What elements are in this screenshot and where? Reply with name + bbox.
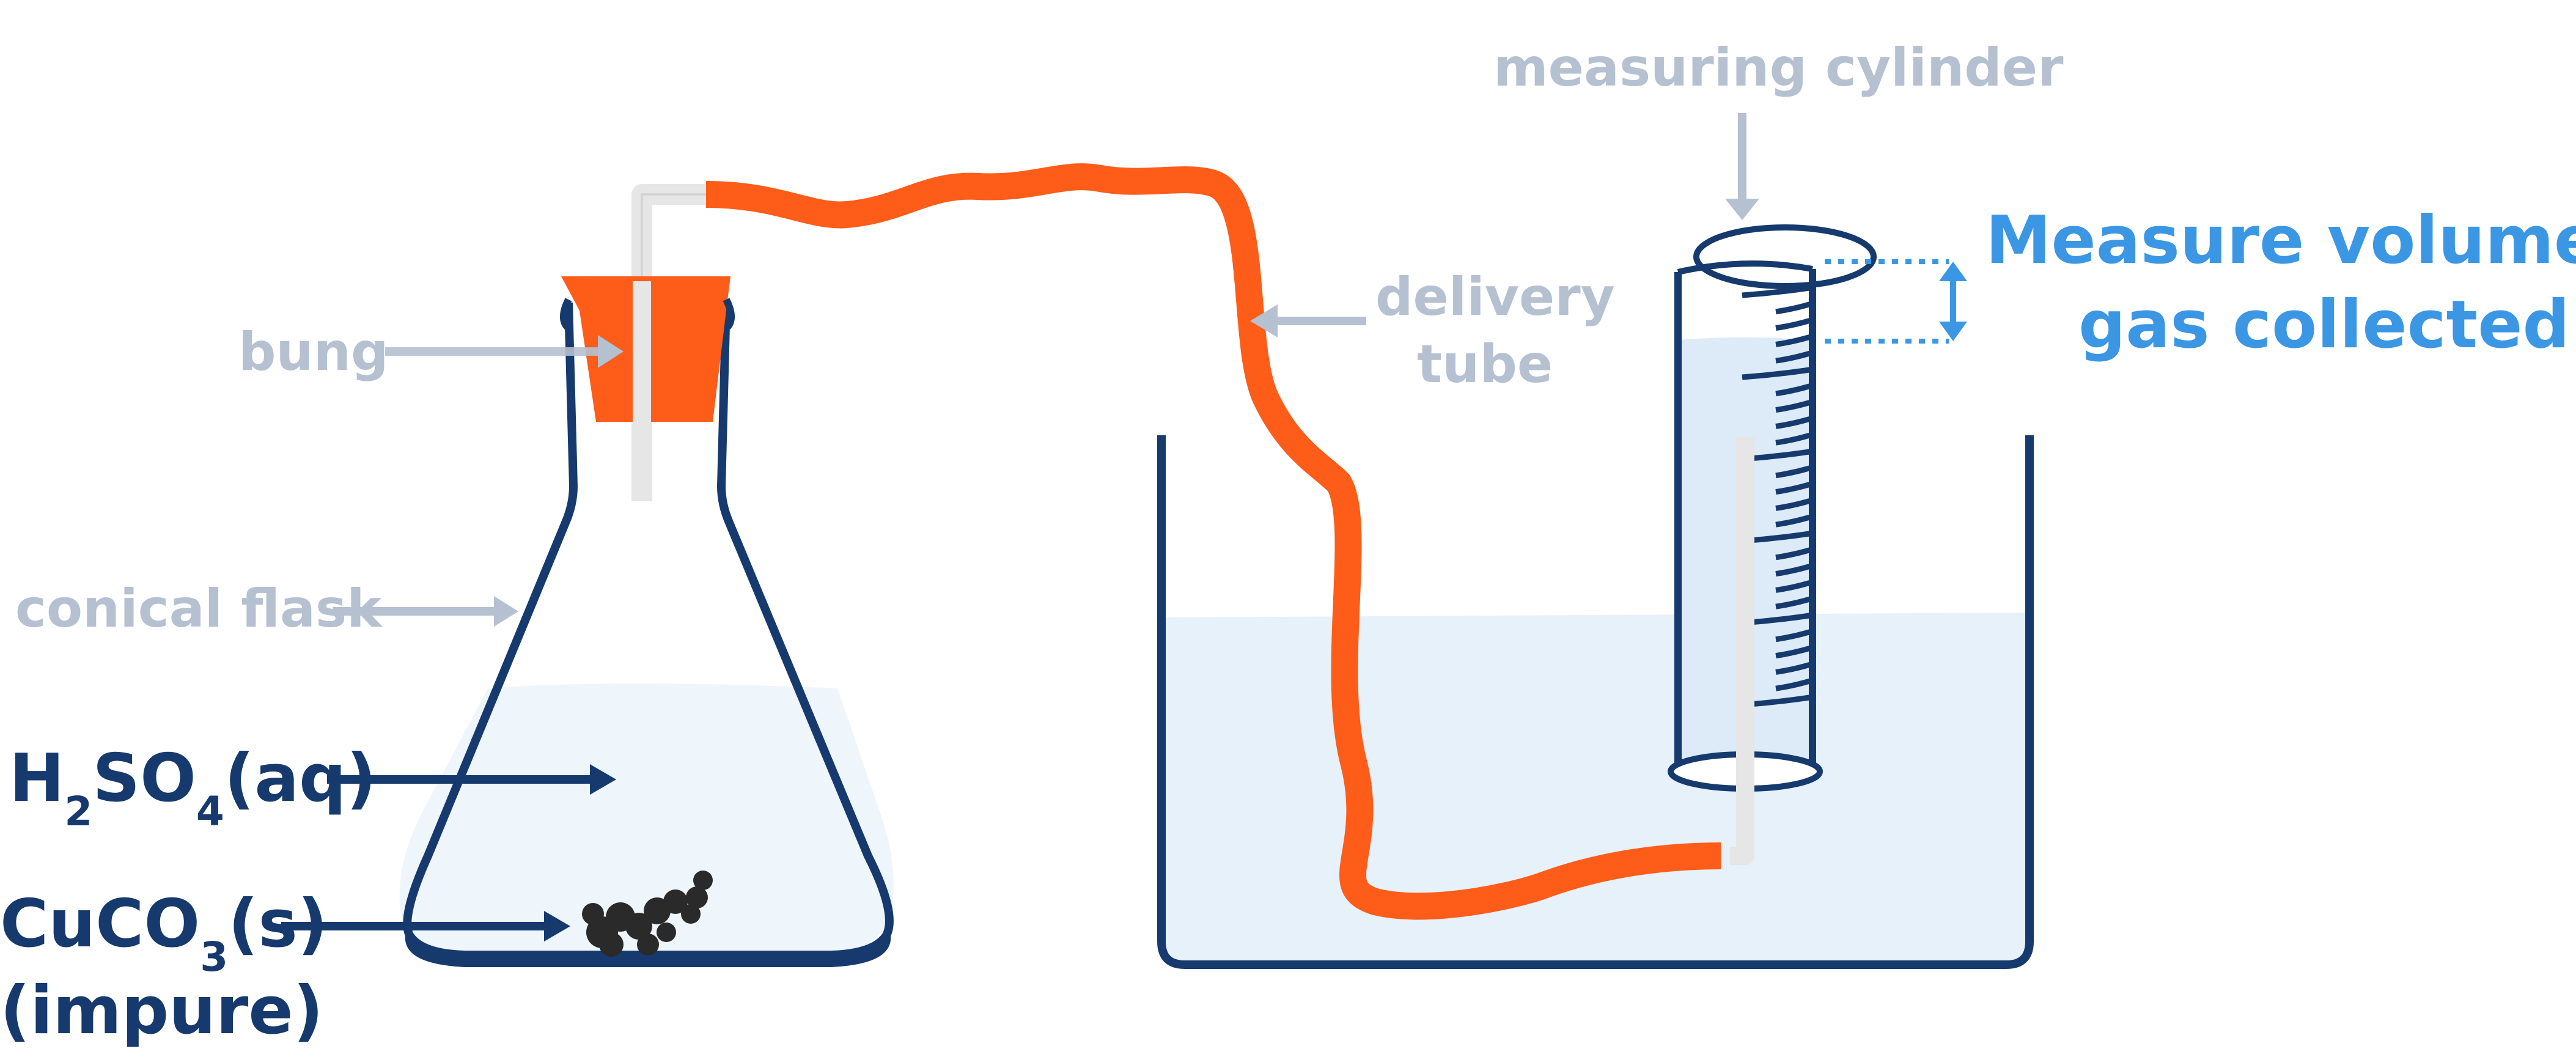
graduation-minor (1775, 416, 1811, 429)
label-bung: bung (238, 322, 389, 383)
volume-arrow-up (1939, 262, 1967, 281)
flask-lip-right (723, 298, 735, 330)
acid-subscript-4: 4 (196, 788, 224, 835)
graduation-minor (1775, 318, 1811, 331)
graduation-minor (1775, 564, 1811, 577)
cylinder-graduations (1742, 285, 1811, 708)
label-measure-volume-line1: Measure volume of (1985, 202, 2576, 279)
conical-flask-arrowhead (494, 596, 518, 627)
graduation-minor (1775, 629, 1811, 643)
graduation-minor (1775, 301, 1811, 315)
acid-state: (aq) (224, 740, 377, 817)
flask-liquid (399, 683, 894, 954)
graduation-minor (1775, 465, 1811, 479)
graduation-minor (1775, 547, 1811, 561)
graduation-minor (1775, 334, 1811, 347)
trough (1157, 435, 2034, 969)
volume-indicator (1825, 259, 1967, 344)
carbonate-subscript-3: 3 (200, 934, 228, 981)
label-acid: H2SO4(aq) (9, 740, 377, 835)
graduation-minor (1775, 400, 1811, 413)
trough-outline (1157, 435, 2034, 969)
conical-flask (399, 276, 894, 967)
graduation-minor (1775, 514, 1811, 528)
acid-subscript-2: 2 (64, 788, 92, 835)
graduation-major (1742, 367, 1810, 380)
graduation-major (1742, 285, 1810, 298)
label-carbonate-impure: (impure) (0, 973, 323, 1049)
label-delivery-tube-line1: delivery (1375, 267, 1615, 328)
acid-formula-part: H (9, 740, 64, 817)
flask-base (405, 935, 891, 967)
delivery-tube-arrowhead (1250, 304, 1278, 337)
cylinder-rim (1693, 224, 1877, 289)
label-measuring-cylinder: measuring cylinder (1493, 37, 2064, 98)
volume-arrow-down (1939, 322, 1967, 341)
graduation-minor (1775, 580, 1811, 593)
trough-water (1161, 613, 2030, 965)
graduation-minor (1775, 432, 1811, 446)
rubber-tube (705, 163, 1721, 920)
graduation-minor (1775, 482, 1811, 495)
label-arrows (281, 113, 1759, 941)
graduation-minor (1775, 498, 1811, 511)
carbonate-state: (s) (228, 886, 328, 962)
graduation-minor (1775, 646, 1811, 659)
label-measure-volume-line2: gas collected (2078, 287, 2570, 363)
label-carbonate: CuCO3(s) (0, 886, 328, 981)
graduation-minor (1775, 596, 1811, 610)
carbonate-formula-part: CuCO (0, 886, 200, 962)
bung-arrowhead (598, 335, 624, 368)
graduation-minor (1775, 662, 1811, 675)
label-delivery-tube-line2: tube (1417, 334, 1553, 395)
graduation-minor (1775, 383, 1811, 397)
carbonate-arrowhead (544, 911, 570, 941)
graduation-minor (1775, 678, 1811, 691)
acid-formula-part-so: SO (92, 740, 196, 817)
flask-lip-left (560, 298, 572, 330)
acid-arrowhead (590, 764, 616, 795)
glass-tube-cylinder (1730, 437, 1754, 865)
copper-carbonate-solid (582, 871, 713, 957)
measuring-cylinder-arrowhead (1725, 199, 1759, 220)
delivery-tube (631, 163, 1754, 920)
graduation-minor (1775, 350, 1811, 364)
label-conical-flask: conical flask (15, 578, 383, 639)
cylinder-inner-top (1677, 260, 1813, 275)
